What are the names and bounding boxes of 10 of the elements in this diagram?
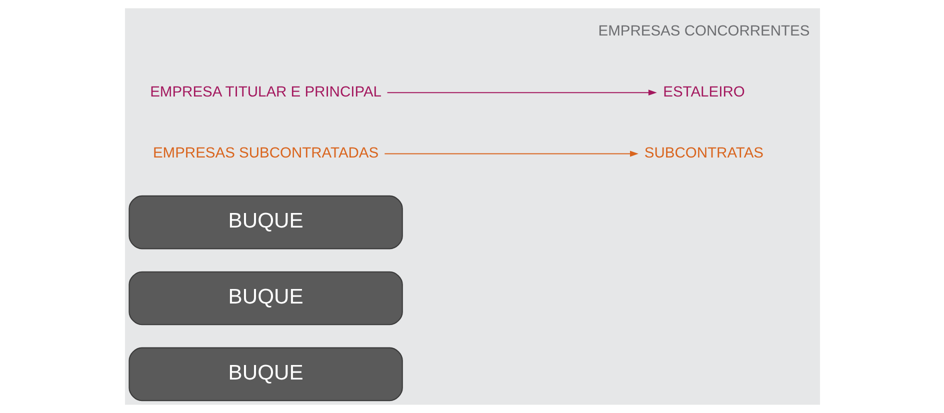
node-text: SUBCONTRATAS — [644, 146, 764, 162]
node-text: EMPRESAS SUBCONTRATADAS — [152, 146, 378, 162]
arrow — [384, 150, 638, 157]
node-text: EMPRESA TITULAR E PRINCIPAL — [150, 84, 382, 100]
node-box: BUQUE — [128, 271, 402, 326]
node-box: BUQUE — [128, 347, 402, 402]
node-box: BUQUE — [128, 195, 402, 250]
label: EMPRESAS CONCORRENTES — [598, 23, 810, 40]
node-text: ESTALEIRO — [662, 84, 744, 100]
arrow — [386, 90, 656, 96]
